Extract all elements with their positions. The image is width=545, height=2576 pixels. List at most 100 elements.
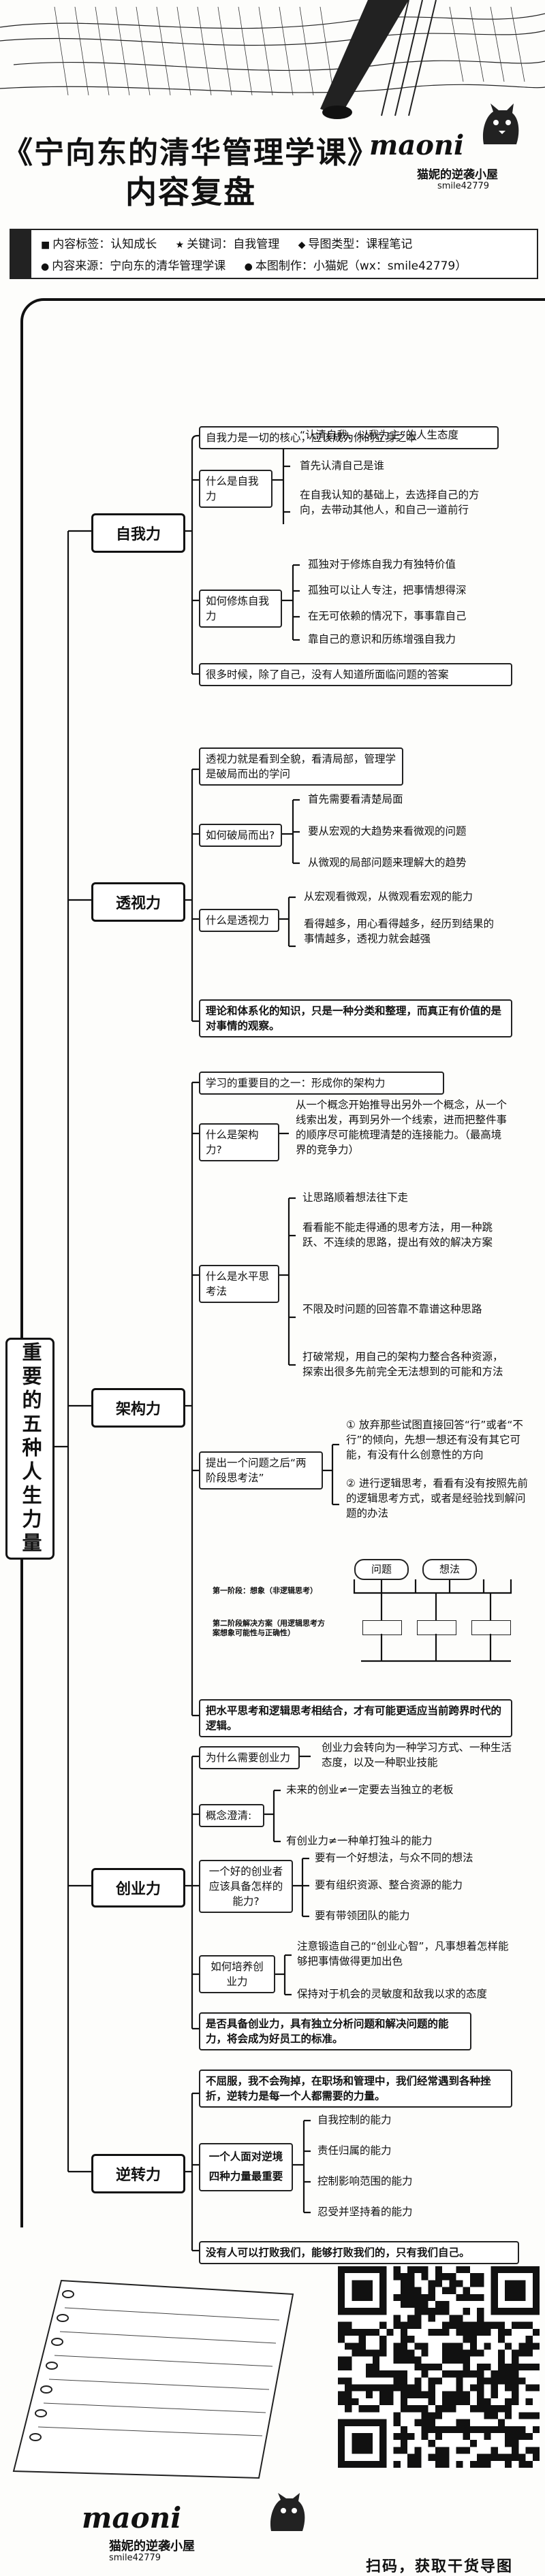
self-answer-3: 在自我认知的基础上，去选择自己的方向，去带动其他人，和自己一道前行 <box>300 489 480 516</box>
square-icon: ■ <box>41 240 50 251</box>
footer-logo-handle: smile42779 <box>109 2553 161 2563</box>
diagram-problem-box: 问题 <box>354 1559 409 1581</box>
reversal-power-3: 控制影响范围的能力 <box>317 2175 413 2187</box>
reversal-power-2: 责任归属的能力 <box>317 2144 392 2157</box>
keywords-label: 关键词：自我管理 <box>187 238 280 251</box>
diagram-stage-2: 第二阶段解决方案（用逻辑思考方案想象可能性与正确性） <box>213 1619 325 1638</box>
two-stage-step-1: ① 放弃那些试图直接回答“行”或者“不行”的倾向，先想一想还有没有其它可能，有没… <box>346 1419 523 1461</box>
architecture-summary: 把水平思考和逻辑思考相结合，才有可能更适应当前跨界时代的逻辑。 <box>199 1699 512 1737</box>
self-answer-2: 首先认清自己是谁 <box>300 460 385 472</box>
self-question-what: 什么是自我力 <box>199 470 272 508</box>
brand-logo: maoni 猫妮的逆袭小屋 smile42779 <box>362 102 526 204</box>
logo-tagline: 猫妮的逆袭小屋 <box>417 168 498 182</box>
type-label: 导图类型：课程笔记 <box>308 238 413 251</box>
notebook-sketch-illustration <box>12 2279 294 2479</box>
branch-entrepreneurship: 创业力 <box>91 1868 185 1907</box>
self-question-how: 如何修炼自我力 <box>199 590 282 628</box>
diamond-icon: ◆ <box>298 240 306 251</box>
lateral-point-1: 让思路顺着想法往下走 <box>302 1191 409 1204</box>
diagram-solution-box <box>362 1620 402 1635</box>
perspective-intro: 透视力就是看到全貌，看清局部，管理学是破局而出的学问 <box>199 747 403 786</box>
lateral-point-3: 不限及时问题的回答靠不靠谱这种思路 <box>302 1303 482 1315</box>
reversal-power-1: 自我控制的能力 <box>317 2114 392 2126</box>
perspective-def-2: 看得越多，用心看得越多，经历到结果的事情越多，透视力就会越强 <box>304 918 495 945</box>
entrepreneurship-why-answer: 创业力会转向为一种学习方式、一种生活态度，以及一种职业技能 <box>322 1741 512 1769</box>
info-box-bar <box>11 230 31 278</box>
perspective-summary: 理论和体系化的知识，只是一种分类和整理，而真正有价值的是对事情的观察。 <box>199 999 512 1037</box>
circle-icon: ● <box>41 261 50 272</box>
cat-icon <box>482 103 519 144</box>
entrepreneur-ability-question: 一个好的创业者应该具备怎样的能力? <box>199 1860 293 1913</box>
adversity-question-line-2: 四种力量最重要 <box>208 2170 283 2183</box>
diagram-solution-box <box>471 1620 511 1635</box>
branch-reversal: 逆转力 <box>91 2154 185 2193</box>
diagram-stage-1: 第一阶段：想象（非逻辑思考） <box>213 1586 317 1595</box>
architecture-question-what: 什么是架构力? <box>199 1123 279 1161</box>
perspective-answer-1: 首先需要看清楚局面 <box>308 793 403 805</box>
lateral-point-4: 打破常规，用自己的架构力整合各种资源，探索出很多先前完全无法想到的可能和方法 <box>302 1351 503 1378</box>
lateral-point-2: 看看能不能走得通的思考方法，用一种跳跃、不连续的思路，提出有效的解决方案 <box>302 1221 493 1249</box>
qr-caption: 扫码，获取干货导图 <box>365 2558 513 2575</box>
diagram-solution-box <box>417 1620 456 1635</box>
self-method-3: 在无可依赖的情况下，事事靠自己 <box>308 610 467 622</box>
tags-label: 内容标签：认知成长 <box>52 238 157 251</box>
root-label: 重要的五种人生力量 <box>18 1341 42 1556</box>
entrepreneur-ability-3: 要有带领团队的能力 <box>315 1910 410 1922</box>
reversal-intro: 不屈服，我不会殉掉，在职场和管理中，我们经常遇到各种挫折，逆转力是每一个人都需要… <box>199 2070 512 2108</box>
info-row-1: ■内容标签：认知成长 ★关键词：自我管理 ◆导图类型：课程笔记 <box>41 234 427 251</box>
two-stage-question: 提出一个问题之后“两阶段思考法” <box>199 1451 323 1490</box>
architecture-intro: 学习的重要目的之一：形成你的架构力 <box>199 1072 444 1095</box>
footer-logo-tagline: 猫妮的逆袭小屋 <box>109 2539 195 2554</box>
cultivate-point-1: 注意锻造自己的“创业心智”，凡事想着怎样能够把事情做得更加出色 <box>297 1940 509 1967</box>
info-row-2: ●内容来源：宁向东的清华管理学课 ●本图制作：小猫妮（wx：smile42779… <box>41 256 482 273</box>
root-node: 重要的五种人生力量 <box>5 1338 54 1560</box>
pen-sketch-illustration <box>0 0 545 119</box>
reversal-summary: 没有人可以打败我们，能够打败我们的，只有我们自己。 <box>199 2241 519 2264</box>
perspective-def-1: 从宏观看微观，从微观看宏观的能力 <box>304 890 473 903</box>
self-method-4: 靠自己的意识和历练增强自我力 <box>308 633 456 645</box>
page-title: 《宁向东的清华管理学课》 <box>3 135 379 170</box>
lateral-thinking-question: 什么是水平思考法 <box>199 1265 279 1303</box>
mind-map-frame <box>20 298 545 2227</box>
entrepreneurship-summary: 是否具备创业力，具有独立分析问题和解决问题的能力，将会成为好员工的标准。 <box>199 2012 471 2050</box>
entrepreneur-ability-1: 要有一个好想法，与众不同的想法 <box>315 1852 473 1864</box>
adversity-question: 一个人面对逆境 四种力量最重要 <box>199 2143 293 2191</box>
diagram-idea-box: 想法 <box>422 1559 477 1581</box>
architecture-definition: 从一个概念开始推导出另外一个概念，从一个线索出发，再到另外一个线索，进而把整件事… <box>296 1099 508 1156</box>
header: 《宁向东的清华管理学课》 内容复盘 maoni 猫妮的逆袭小屋 smile427… <box>0 0 545 225</box>
perspective-question-what: 什么是透视力 <box>199 909 279 932</box>
footer-logo-name: maoni <box>82 2501 182 2534</box>
logo-name: maoni <box>369 129 465 161</box>
self-summary: 很多时候，除了自己，没有人知道所面临问题的答案 <box>199 663 512 686</box>
source-label: 内容来源：宁向东的清华管理学课 <box>52 259 226 273</box>
author-label: 本图制作：小猫妮（wx：smile42779） <box>255 259 467 273</box>
perspective-answer-3: 从微观的局部问题来理解大的趋势 <box>308 856 467 869</box>
cultivate-point-2: 保持对于机会的灵敏度和敌我以求的态度 <box>297 1988 488 2000</box>
self-core-note: 自我力是一切的核心，应该成为你的立身之本 <box>199 426 499 449</box>
adversity-question-line-1: 一个人面对逆境 <box>208 2151 283 2163</box>
branch-architecture: 架构力 <box>91 1388 185 1428</box>
footer: maoni 猫妮的逆袭小屋 smile42779 扫码，获取干货导图 <box>0 2247 545 2575</box>
footer-brand-logo: maoni 猫妮的逆袭小屋 smile42779 <box>68 2492 327 2566</box>
perspective-question-how: 如何破局而出? <box>199 824 282 847</box>
entrepreneur-ability-2: 要有组织资源、整合资源的能力 <box>315 1879 463 1891</box>
concept-point-2: 有创业力≠一种单打独斗的能力 <box>286 1835 433 1847</box>
qr-code[interactable] <box>338 2261 540 2473</box>
branch-self: 自我力 <box>91 513 185 553</box>
page-subtitle: 内容复盘 <box>125 174 256 210</box>
reversal-power-4: 忍受并坚持着的能力 <box>317 2206 413 2218</box>
concept-point-1: 未来的创业≠一定要去当独立的老板 <box>286 1784 454 1796</box>
star-icon: ★ <box>175 240 185 251</box>
two-stage-step-2: ② 进行逻辑思考，看看有没有按照先前的逻辑思考方式，或者是经验找到解问题的办法 <box>346 1477 528 1519</box>
self-method-2: 孤独可以让人专注，把事情想得深 <box>308 584 467 596</box>
branch-perspective: 透视力 <box>91 882 185 922</box>
logo-handle: smile42779 <box>437 181 490 191</box>
self-answer-1: “认清自我、以我为主”的人生态度 <box>300 429 459 441</box>
entrepreneurship-why: 为什么需要创业力 <box>199 1746 300 1769</box>
self-method-1: 孤独对于修炼自我力有独特价值 <box>308 558 456 570</box>
cat-icon <box>270 2493 305 2531</box>
cultivate-question: 如何培养创业力 <box>199 1955 275 1993</box>
mind-map-connectors <box>50 434 512 2252</box>
circle-icon: ● <box>244 261 253 272</box>
concept-clarification: 概念澄清: <box>199 1804 264 1827</box>
